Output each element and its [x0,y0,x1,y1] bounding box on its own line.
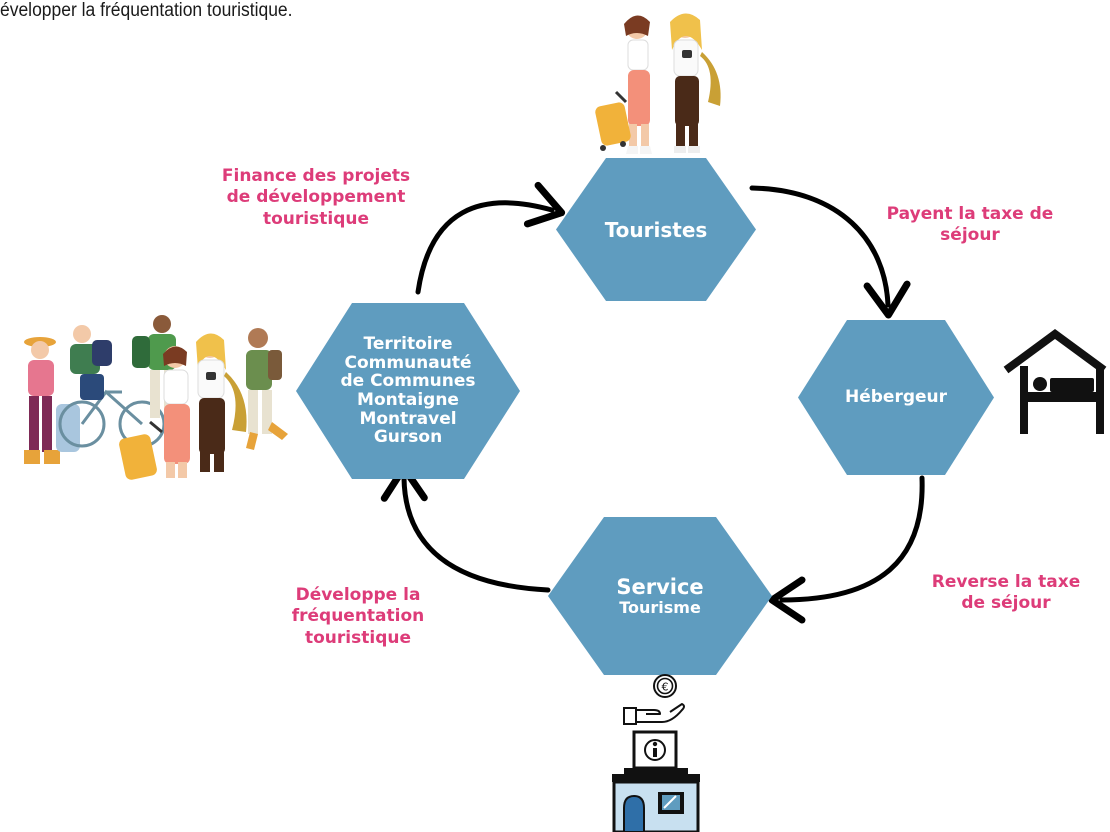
label-finance-projets: Finance des projets de développement tou… [200,166,432,230]
label-reverse-taxe: Reverse la taxe de séjour [906,572,1106,615]
euro-coin-icon: € [623,674,685,725]
group-tourists-illustration [24,315,288,480]
label-line: touristique [263,208,369,229]
territoire-line: de Communes [340,371,476,392]
node-territoire: Territoire Communauté de Communes Montai… [296,303,520,479]
label-line: fréquentation [291,606,425,627]
svg-text:€: € [662,681,669,694]
node-service-label: Service [616,574,704,599]
label-line: touristique [305,627,411,648]
territoire-line: Gurson [373,427,443,448]
couple-tourists-illustration [595,13,721,154]
territoire-line: Communauté [344,352,472,373]
label-line: Développe la [295,585,421,605]
label-line: de développement [226,187,406,208]
label-payent-taxe: Payent la taxe de séjour [868,204,1072,247]
node-tourisme-label: Tourisme [619,597,701,617]
arrow-hebergeur-to-service [768,475,925,624]
territoire-line: Montaigne [357,390,459,410]
label-line: Finance des projets [221,166,411,186]
label-developpe-frequentation: Développe la fréquentation touristique [268,585,448,649]
arrow-service-to-territoire [380,464,551,593]
bed-house-icon [1003,329,1107,434]
label-line: séjour [940,225,1000,246]
node-touristes-label: Touristes [604,217,708,242]
label-line: Payent la taxe de [886,204,1054,224]
node-hebergeur: Hébergeur [798,320,994,475]
label-line: de séjour [961,593,1051,614]
arrow-touristes-to-hebergeur [749,185,911,319]
territoire-line: Montravel [359,408,457,429]
intro-text: évelopper la fréquentation touristique. [0,0,293,21]
label-line: Reverse la taxe [931,572,1081,592]
territoire-line: Territoire [363,333,453,354]
node-hebergeur-label: Hébergeur [844,387,948,408]
arrow-territoire-to-touristes [415,181,566,295]
info-kiosk-icon [612,730,700,832]
